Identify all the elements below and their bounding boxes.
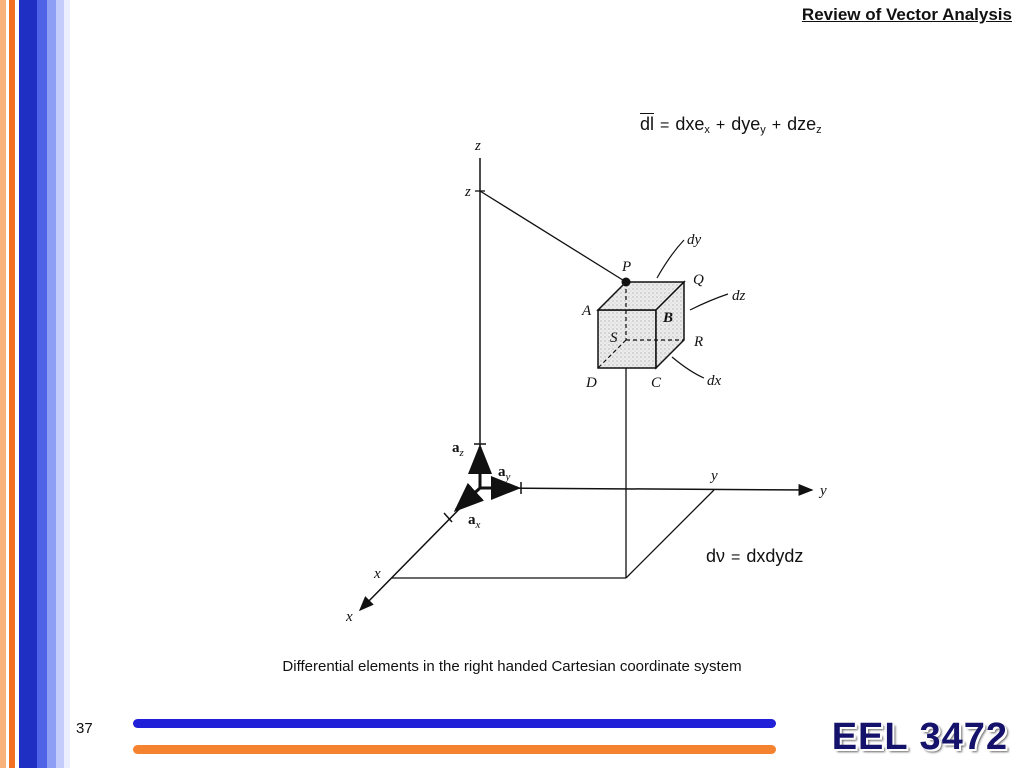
x-axis-end-label: x bbox=[345, 609, 353, 625]
point-r-label: R bbox=[693, 334, 703, 350]
x-mark-label: x bbox=[373, 566, 381, 582]
slide-header-title: Review of Vector Analysis bbox=[801, 5, 1012, 24]
differential-cube bbox=[596, 280, 686, 370]
dl-symbol: dl bbox=[640, 114, 655, 134]
unit-vector-ax-arrow bbox=[453, 482, 485, 513]
point-b-label: B bbox=[662, 310, 673, 326]
footer-line-orange bbox=[133, 745, 776, 754]
unit-vector-ax-label: ax bbox=[468, 512, 481, 531]
unit-vector-ay-label: ay bbox=[498, 464, 511, 483]
projection-z-to-p bbox=[479, 190, 627, 283]
line-element-equation: dl=dxex+dyey+dzez bbox=[640, 114, 822, 136]
volume-element-equation: dν=dxdydz bbox=[706, 546, 804, 566]
z-mark-label: z bbox=[464, 184, 471, 200]
point-a-label: A bbox=[581, 303, 592, 319]
point-p-label: P bbox=[621, 259, 631, 275]
y-axis bbox=[479, 483, 814, 496]
point-p-marker bbox=[621, 277, 631, 287]
point-q-label: Q bbox=[693, 272, 704, 288]
point-s-label: S bbox=[610, 330, 618, 346]
y-axis-end-label: y bbox=[818, 483, 827, 499]
point-c-label: C bbox=[651, 375, 662, 391]
course-code-logo: EEL 3472 bbox=[831, 716, 1008, 758]
dy-label: dy bbox=[687, 232, 702, 248]
unit-vector-az-label: az bbox=[452, 440, 465, 459]
dx-label: dx bbox=[707, 373, 722, 389]
dz-label: dz bbox=[732, 288, 746, 304]
left-decorative-bar bbox=[0, 0, 70, 768]
page-number: 37 bbox=[76, 720, 93, 737]
point-d-label: D bbox=[585, 375, 597, 391]
footer-line-blue bbox=[133, 719, 776, 728]
figure-caption: Differential elements in the right hande… bbox=[282, 658, 742, 675]
y-mark-label: y bbox=[709, 468, 718, 484]
z-axis-end-label: z bbox=[474, 138, 481, 154]
projection-y-line bbox=[625, 489, 715, 579]
